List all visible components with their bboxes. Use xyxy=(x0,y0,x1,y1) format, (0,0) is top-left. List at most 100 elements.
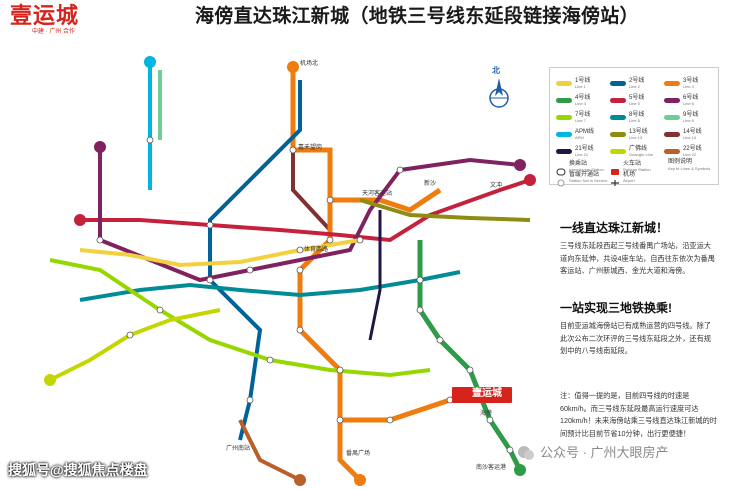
legend-label: 7号线 xyxy=(575,112,591,118)
legend-label: 广佛线 xyxy=(629,146,648,152)
legend-item-line-7: 7号线 Line 7 xyxy=(556,112,606,124)
station-label-xinsha: 新沙 xyxy=(424,181,437,187)
station-label-guangzhou-nanzhan: 广州南站 xyxy=(226,446,251,452)
brand-logo: 壹运城 中建 · 广州 合作 xyxy=(10,4,110,36)
legend-sublabel: Line 6 xyxy=(683,101,694,106)
legend-label: 4号线 xyxy=(575,95,591,101)
legend-swatch xyxy=(610,132,626,137)
line-end-badges xyxy=(44,56,536,486)
legend-swatch xyxy=(556,132,572,137)
legend-label: 3号线 xyxy=(683,78,699,84)
line-guangfo-path xyxy=(49,308,221,382)
line-4-path xyxy=(417,240,523,472)
line-2-path xyxy=(208,80,302,441)
legend-label: 8号线 xyxy=(629,112,645,118)
legend-label: 9号线 xyxy=(683,112,699,118)
legend-swatch xyxy=(610,115,626,120)
legend-item-line-4: 4号线 Line 4 xyxy=(556,95,606,107)
info-text-transfer: 目前亚运城海傍站已有成熟运营的四号线。除了此次公布二次环评的三号线东延段之外，还… xyxy=(560,321,711,355)
interchange-icon xyxy=(556,163,566,176)
legend-label: 21号线 xyxy=(575,146,594,152)
legend-swatch xyxy=(610,98,626,103)
legend-symbol-sublabel: Station Not in Service xyxy=(569,178,608,183)
legend-symbol-label: 暂缓开通站 xyxy=(569,172,600,178)
line-22-path xyxy=(238,419,301,482)
legend-sublabel: Guangfo Line xyxy=(629,152,654,157)
legend-label: APM线 xyxy=(575,129,595,135)
legend-swatch xyxy=(664,132,680,137)
legend-symbol-label: 图例说明 xyxy=(668,159,693,165)
info-section-transfer: 一站实现三地铁换乘! 目前亚运城海傍站已有成熟运营的四号线。除了此次公布二次环评… xyxy=(560,300,718,358)
haibang-marker-label: 壹运城 xyxy=(472,388,502,399)
compass-rose-icon xyxy=(489,78,509,108)
legend-symbol-sublabel: Railway Station xyxy=(623,167,651,172)
legend-sublabel: Line 1 xyxy=(575,84,586,89)
legend: 1号线 Line 1 2号线 Line 2 3号线 Line 3 4号线 Lin… xyxy=(549,67,719,187)
legend-swatch xyxy=(664,81,680,86)
legend-item-line-5: 5号线 Line 5 xyxy=(610,95,660,107)
line-3-branch-path xyxy=(330,187,442,213)
legend-swatch xyxy=(610,149,626,154)
legend-symbol-sublabel: Interchange Station xyxy=(569,167,604,172)
legend-swatch xyxy=(664,115,680,120)
legend-label: 1号线 xyxy=(575,78,591,84)
legend-symbol-label: 火车站 xyxy=(623,161,642,167)
legend-sublabel: Line 4 xyxy=(575,101,586,106)
legend-swatch xyxy=(556,81,572,86)
line-3-east-extension-path xyxy=(340,389,471,423)
closed-station-icon xyxy=(556,174,566,187)
legend-label: 5号线 xyxy=(629,95,645,101)
line-1-path xyxy=(79,238,361,268)
legend-label: 13号线 xyxy=(629,129,648,135)
line-5-path xyxy=(80,178,531,243)
wechat-icon xyxy=(516,443,536,463)
station-label-haibang: 海傍 xyxy=(480,411,493,417)
legend-swatch xyxy=(664,98,680,103)
watermark-right: 公众号 · 广州大眼房产 xyxy=(540,445,669,460)
legend-swatch xyxy=(556,98,572,103)
legend-sublabel: Line 2 xyxy=(629,84,640,89)
info-section-direct: 一线直达珠江新城！ 三号线东延段西起三号线番禺广场站，沿亚运大道向东延伸，共设4… xyxy=(560,220,718,278)
station-label-wenchong: 文冲 xyxy=(490,183,503,189)
legend-sublabel: Line 3 xyxy=(683,84,694,89)
legend-sublabel: Line 21 xyxy=(575,152,589,157)
legend-label: 14号线 xyxy=(683,129,702,135)
station-label-panyu-guangchang: 番禺广场 xyxy=(346,451,371,457)
legend-label: 2号线 xyxy=(629,78,645,84)
legend-label: 6号线 xyxy=(683,95,699,101)
info-text-note: 注：值得一提的是，目前四号线的时速是60km/h。而三号线东延段最高运行速度可达… xyxy=(560,391,717,438)
legend-symbol-not-in-service: 暂缓开通站 Station Not in Service xyxy=(556,172,610,187)
line-21-path xyxy=(368,210,382,341)
legend-item-line-21: 21号线 Line 21 xyxy=(556,146,606,158)
legend-item-line-8: 8号线 Line 8 xyxy=(610,112,660,124)
metro-map-svg xyxy=(44,56,536,486)
brand-logo-subtext: 中建 · 广州 合作 xyxy=(32,29,75,35)
line-8-path xyxy=(79,270,461,302)
train-icon xyxy=(610,163,620,175)
info-section-note: 注：值得一提的是，目前四号线的时速是60km/h。而三号线东延段最高运行速度可达… xyxy=(560,390,718,440)
compass: 北 xyxy=(486,66,512,114)
legend-item-line-apm: APM线 APM xyxy=(556,129,606,141)
station-dots xyxy=(96,136,514,454)
legend-swatch xyxy=(556,115,572,120)
station-label-jiahe-wanggang: 嘉禾望岗 xyxy=(298,145,323,151)
legend-sublabel: Line 22 xyxy=(683,152,697,157)
station-label-jichang-bei: 机场北 xyxy=(300,61,319,67)
station-label-nansha-keyungang: 南沙客运港 xyxy=(476,465,507,471)
legend-item-line-1: 1号线 Line 1 xyxy=(556,78,606,90)
legend-label: 22号线 xyxy=(683,146,702,152)
airplane-icon xyxy=(610,174,620,186)
legend-symbol-airport: 机场 Airport xyxy=(610,172,664,186)
line-7-path xyxy=(49,258,431,378)
metro-map[interactable]: 壹运城 天河客运站 番禺广场 海傍 广州南站 嘉禾望岗 体育西路 机场北 文冲 … xyxy=(0,40,540,489)
legend-sublabel: Line 7 xyxy=(575,118,586,123)
legend-sublabel: Line 8 xyxy=(629,118,640,123)
legend-symbol-sublabel: Airport xyxy=(623,178,635,183)
legend-sublabel: Line 9 xyxy=(683,118,694,123)
legend-swatch xyxy=(610,81,626,86)
legend-item-line-guangfo: 广佛线 Guangfo Line xyxy=(610,146,660,158)
legend-symbol-key: 图例说明 Key to Lines & Symbols xyxy=(664,159,716,173)
brand-logo-text: 壹运城 xyxy=(10,3,80,29)
legend-symbol-interchange: 换乘站 Interchange Station xyxy=(556,161,610,176)
legend-item-line-9: 9号线 Line 9 xyxy=(664,112,714,124)
